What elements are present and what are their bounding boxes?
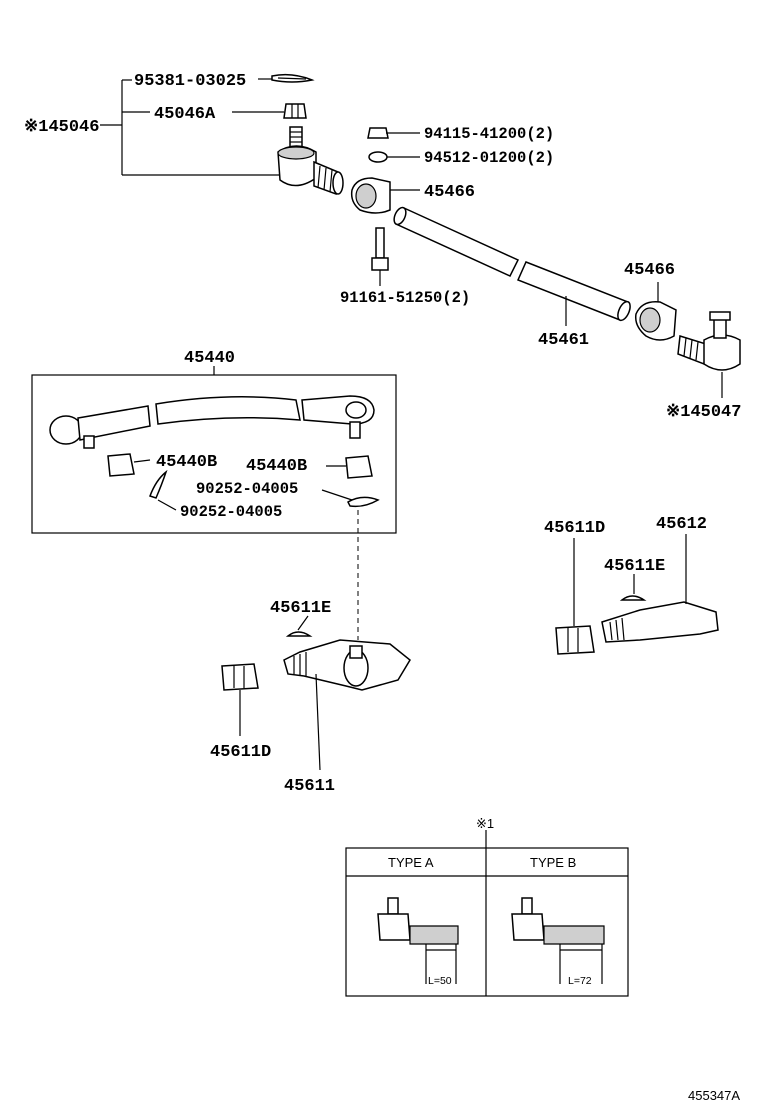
tie-rod-tube-45461 <box>393 206 631 326</box>
label-45046a: 45046A <box>154 105 216 124</box>
label-45440: 45440 <box>184 349 235 368</box>
inset-ref-mark: ※1 <box>476 816 494 831</box>
label-45611e-right: 45611E <box>604 557 665 576</box>
inset-type-b: TYPE B <box>530 855 576 870</box>
inset-table <box>345 830 629 997</box>
bolt-91161 <box>371 227 389 286</box>
label-94512-01200: 94512-01200(2) <box>424 149 554 167</box>
label-45047: ※145047 <box>666 403 741 422</box>
label-90252-04005-lower: 90252-04005 <box>180 503 282 521</box>
label-94115-41200: 94115-41200(2) <box>424 125 554 143</box>
nut-45611d-left <box>221 663 259 736</box>
clamp-45466-upper <box>350 177 420 214</box>
label-45611e-left: 45611E <box>270 599 331 618</box>
washer-94512 <box>368 151 420 163</box>
figure-id: 455347A <box>688 1088 740 1103</box>
label-45046: ※145046 <box>24 118 99 137</box>
cotter-pin-top <box>271 73 315 83</box>
tie-rod-end-left-45046 <box>277 126 344 196</box>
label-45611d-right: 45611D <box>544 519 605 538</box>
type-b-sketch <box>511 897 605 984</box>
label-45611d-left: 45611D <box>210 743 271 762</box>
label-91161-51250: 91161-51250(2) <box>340 289 470 307</box>
drag-link-45440 <box>49 395 375 449</box>
nut-94115 <box>367 127 420 139</box>
label-45466-lower: 45466 <box>624 261 675 280</box>
label-45461: 45461 <box>538 331 589 350</box>
clamp-45466-lower <box>634 282 677 341</box>
type-a-sketch <box>377 897 459 984</box>
knuckle-arm-45611 <box>283 639 411 771</box>
tie-rod-end-right-45047 <box>677 311 741 398</box>
label-45440b-left: 45440B <box>156 453 217 472</box>
inset-dim-a: L=50 <box>428 975 452 987</box>
inset-dim-b: L=72 <box>568 975 592 987</box>
castle-nut-45440b-left <box>107 453 151 477</box>
label-45611: 45611 <box>284 777 335 796</box>
drag-link-box <box>31 366 397 534</box>
cotter-pin-left <box>149 469 177 511</box>
cotter-pin-right <box>321 489 380 508</box>
bracket-45046 <box>100 78 284 176</box>
key-45611e-left <box>285 615 313 637</box>
knuckle-arm-45612 <box>601 534 719 643</box>
inset-type-a: TYPE A <box>388 855 434 870</box>
label-95381-03025: 95381-03025 <box>134 72 246 91</box>
label-90252-04005-upper: 90252-04005 <box>196 480 298 498</box>
castle-nut-45440b-right <box>326 455 373 479</box>
label-45612: 45612 <box>656 515 707 534</box>
castle-nut-45046a <box>283 103 307 119</box>
label-45466-upper: 45466 <box>424 183 475 202</box>
label-45440b-right: 45440B <box>246 457 307 476</box>
key-45611e-right <box>619 574 647 601</box>
nut-45611d-right <box>555 538 595 655</box>
